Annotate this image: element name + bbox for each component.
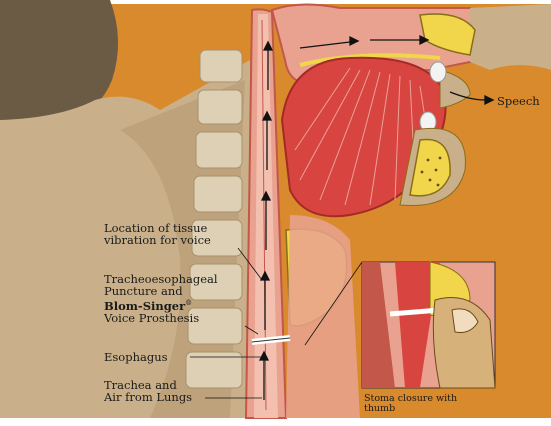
prosthesis-brand-mark: ® [185, 299, 192, 307]
trachea-label-line-2: Air from Lungs [104, 391, 192, 403]
inset-caption: Stoma closure with thumb [364, 394, 457, 414]
inset-stoma-closure [362, 262, 495, 388]
esophagus-label: Esophagus [104, 351, 168, 363]
trachea-label: Trachea and Air from Lungs [104, 379, 192, 403]
prosthesis-label: Voice Prosthesis [104, 312, 218, 324]
vibration-label: Location of tissue vibration for voice [104, 222, 211, 246]
inset-caption-line-2: thumb [364, 404, 457, 414]
white-border-bottom [0, 418, 551, 426]
upper-teeth [430, 62, 446, 82]
nose [470, 4, 551, 70]
prosthesis-brand-line: Blom-Singer® [104, 297, 218, 312]
vibration-label-line-2: vibration for voice [104, 234, 211, 246]
speech-label: Speech [497, 95, 540, 107]
puncture-label: Tracheoesophageal Puncture and Blom-Sing… [104, 273, 218, 324]
throat-tissue [286, 215, 360, 418]
puncture-label-line-2: Puncture and [104, 285, 218, 297]
